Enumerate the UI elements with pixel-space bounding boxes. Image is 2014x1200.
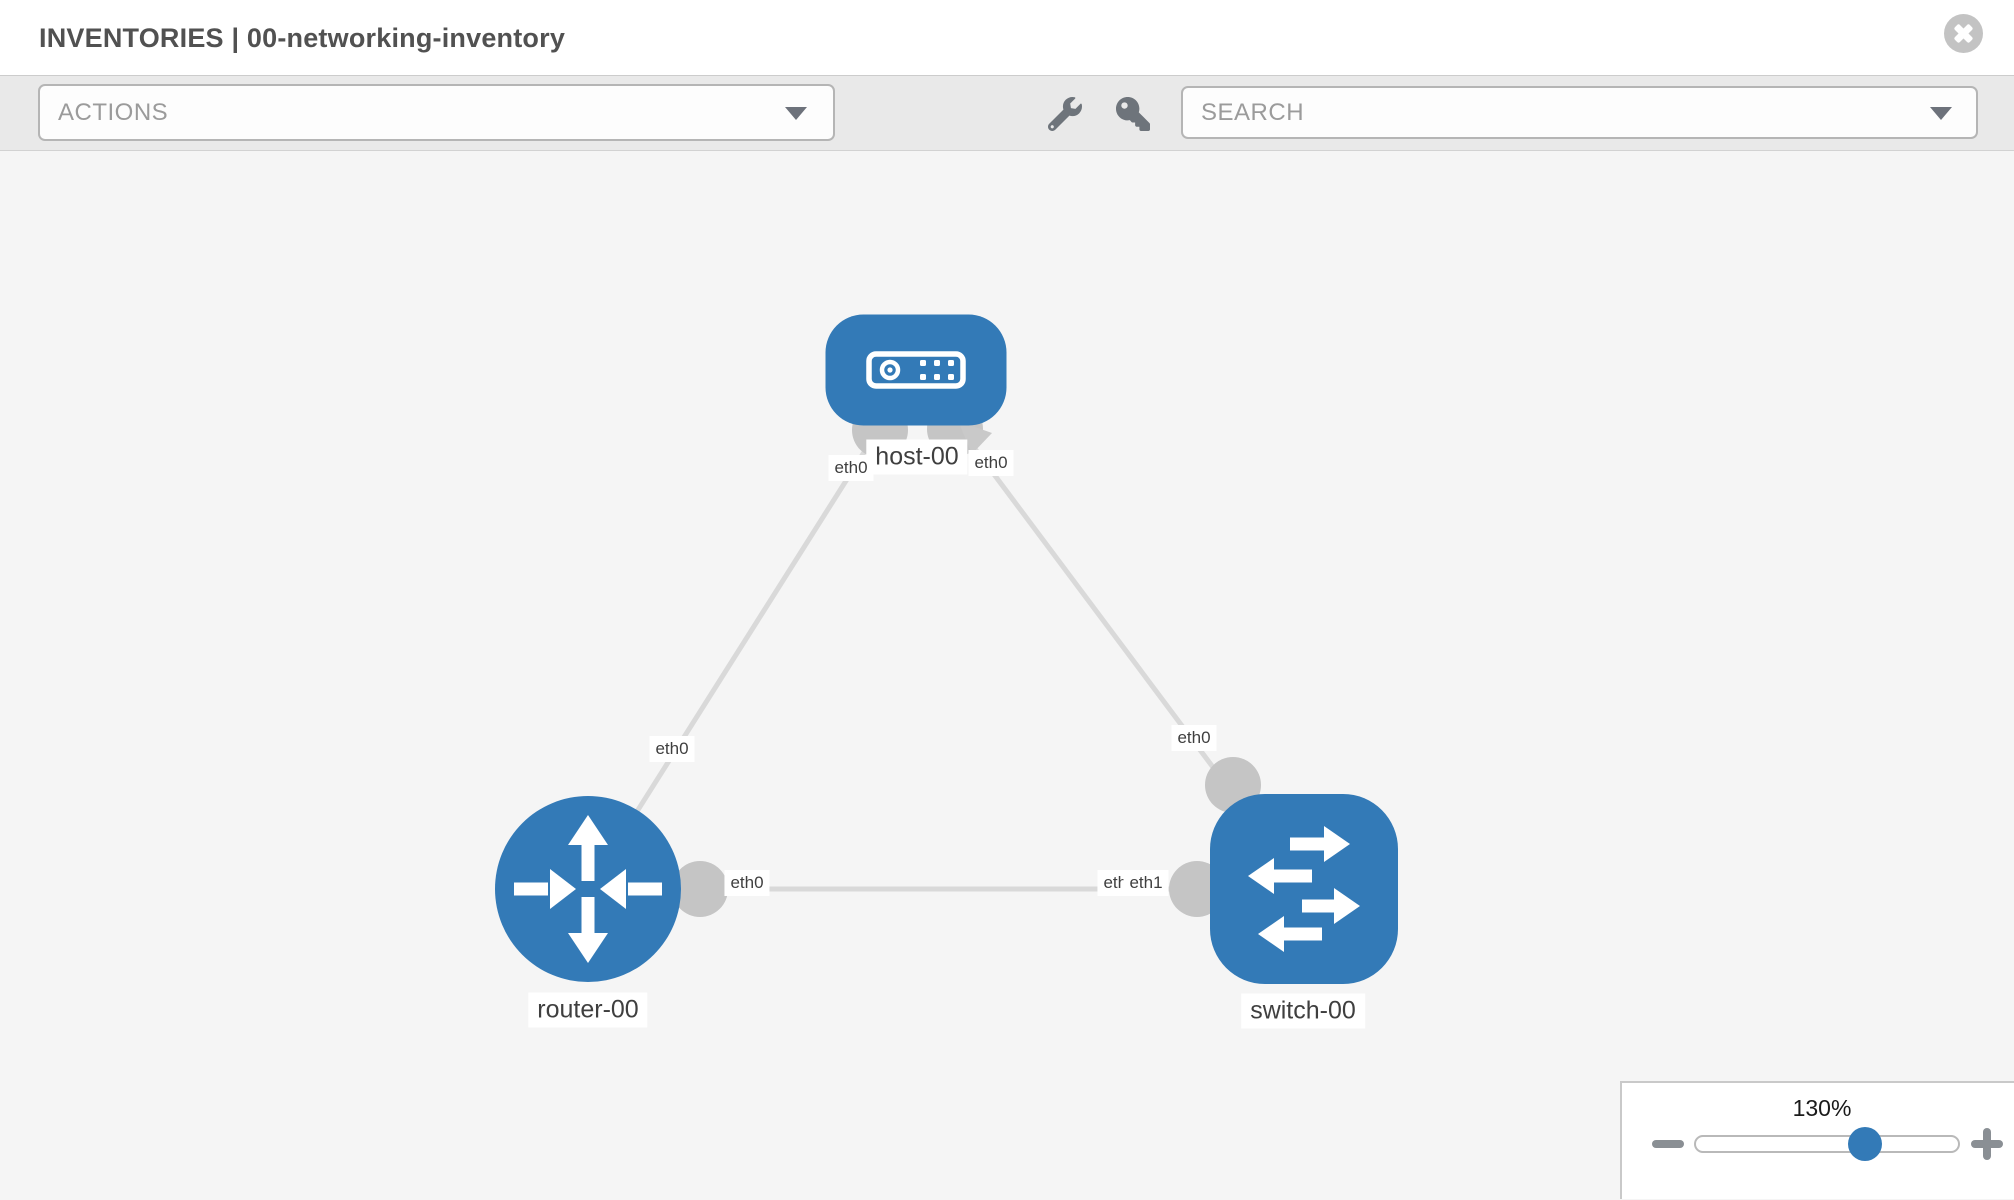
- interface-circle[interactable]: [672, 861, 728, 917]
- interface-label-eth0: eth0: [968, 450, 1014, 476]
- search-dropdown[interactable]: SEARCH: [1181, 86, 1978, 139]
- page-title: INVENTORIES | 00-networking-inventory: [39, 23, 566, 53]
- zoom-control-panel: 130%: [1620, 1081, 2014, 1199]
- interface-label-eth0: eth0: [649, 736, 695, 762]
- zoom-level-value: 130%: [1792, 1095, 1852, 1121]
- interface-label-eth0: eth0: [1171, 725, 1217, 751]
- search-dropdown-label: SEARCH: [1201, 98, 1305, 126]
- zoom-out-button[interactable]: [1652, 1140, 1684, 1148]
- interface-label-eth1: eth1: [1123, 870, 1169, 896]
- chevron-down-icon: [1930, 106, 1952, 120]
- node-label-router-00: router-00: [528, 992, 648, 1028]
- node-host-00[interactable]: [825, 314, 1007, 426]
- zoom-in-button[interactable]: [1971, 1128, 2003, 1160]
- actions-dropdown-label: ACTIONS: [58, 98, 169, 126]
- wrench-icon[interactable]: [1047, 97, 1082, 132]
- page-header: INVENTORIES | 00-networking-inventory: [0, 0, 2014, 76]
- actions-dropdown[interactable]: ACTIONS: [38, 84, 835, 141]
- node-router-00[interactable]: [495, 796, 681, 982]
- node-switch-00[interactable]: [1210, 794, 1398, 984]
- interface-label-eth0: eth0: [724, 870, 770, 896]
- toolbar: ACTIONS SEARCH: [0, 76, 2014, 151]
- node-label-host-00: host-00: [866, 439, 968, 475]
- node-label-switch-00: switch-00: [1241, 993, 1365, 1029]
- chevron-down-icon: [785, 106, 807, 120]
- key-icon[interactable]: [1116, 97, 1150, 131]
- zoom-slider-thumb[interactable]: [1848, 1127, 1882, 1161]
- zoom-slider-track[interactable]: [1694, 1135, 1960, 1153]
- link-arrowhead-icon: [958, 421, 992, 454]
- interface-label-eth0: eth0: [828, 455, 874, 481]
- close-icon[interactable]: [1944, 14, 1983, 53]
